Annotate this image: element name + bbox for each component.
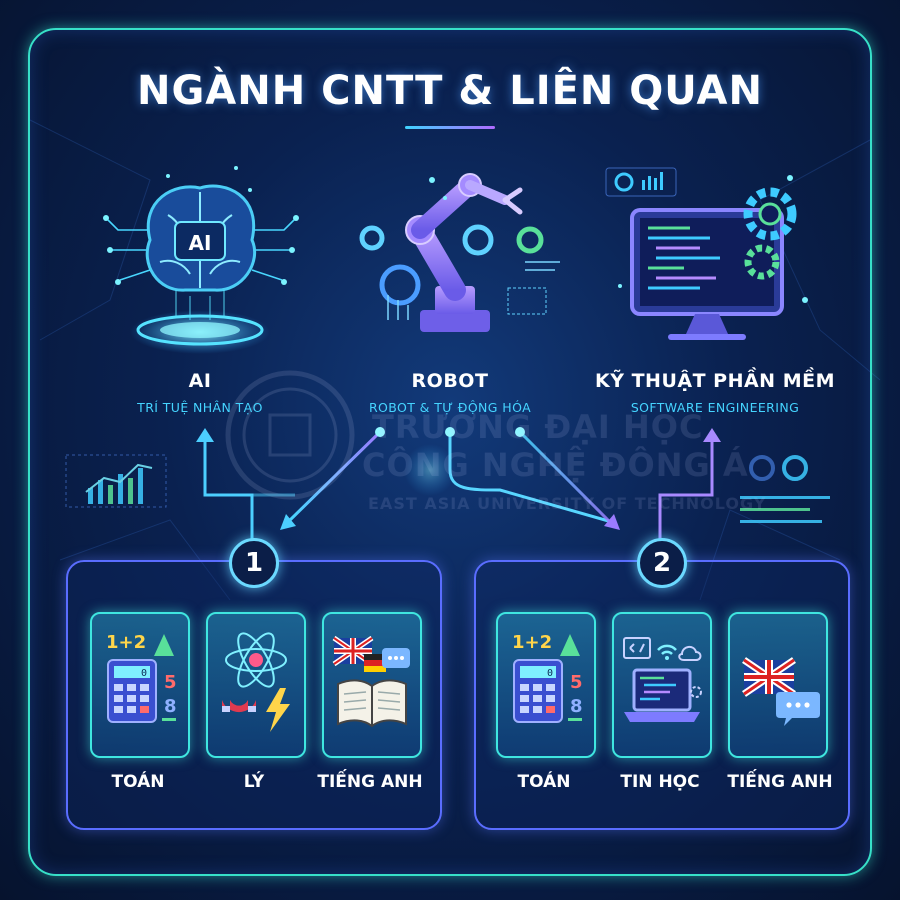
calculator-math-icon: 1+2 0 5 8 <box>512 632 583 723</box>
watermark-line3: EAST ASIA UNIVERSITY OF TECHNOLOGY <box>368 494 767 513</box>
subject-card-english <box>728 612 828 758</box>
page-title: NGÀNH CNTT & LIÊN QUAN <box>137 68 763 114</box>
uk-flag-chat-icon <box>742 657 820 726</box>
watermark-line2: CÔNG NGHỆ ĐÔNG Á <box>362 446 749 484</box>
category-software-engineering: KỸ THUẬT PHẦN MỀM SOFTWARE ENGINEERING <box>580 370 850 415</box>
category-title: AI <box>188 370 212 392</box>
svg-text:0: 0 <box>141 668 147 679</box>
svg-text:1+2: 1+2 <box>106 632 146 653</box>
category-subtitle: TRÍ TUỆ NHÂN TẠO <box>137 400 263 415</box>
arrow-heads <box>196 427 721 530</box>
category-ai: AI TRÍ TUỆ NHÂN TẠO <box>90 370 310 415</box>
subject-label: TIN HỌC <box>620 772 700 792</box>
university-seal-watermark <box>225 370 355 500</box>
group-number-badge: 2 <box>637 538 687 588</box>
subject-group-2: 1+2 0 5 8 <box>474 560 850 830</box>
flags-book-icon <box>332 635 410 728</box>
svg-text:0: 0 <box>547 668 553 679</box>
category-title: KỸ THUẬT PHẦN MỀM <box>594 370 835 392</box>
mini-chart-right-icon <box>740 455 830 523</box>
title-underline <box>405 126 495 129</box>
subject-label: LÝ <box>243 772 265 792</box>
watermark-line1: TRƯỜNG ĐẠI HỌC <box>372 408 704 446</box>
category-robot: ROBOT ROBOT & TỰ ĐỘNG HÓA <box>340 370 560 415</box>
laptop-code-icon <box>623 637 702 722</box>
subject-card-physics <box>206 612 306 758</box>
subject-card-math: 1+2 0 5 8 <box>496 612 596 758</box>
category-subtitle: SOFTWARE ENGINEERING <box>630 400 800 415</box>
calculator-math-icon: 1+2 0 5 8 <box>106 632 177 723</box>
svg-text:5: 5 <box>164 672 177 693</box>
subject-card-math: 1+2 0 5 8 <box>90 612 190 758</box>
subject-label: TIẾNG ANH <box>317 772 423 792</box>
category-subtitle: ROBOT & TỰ ĐỘNG HÓA <box>368 400 532 415</box>
mini-chart-left-icon <box>65 454 167 508</box>
category-title: ROBOT <box>411 370 489 392</box>
ai-chip-label: AI <box>189 231 212 255</box>
ai-brain-illustration: AI <box>103 166 299 354</box>
svg-text:5: 5 <box>570 672 583 693</box>
subject-label: TOÁN <box>517 772 571 792</box>
subject-label: TOÁN <box>111 772 165 792</box>
outer-frame <box>28 28 872 876</box>
svg-text:8: 8 <box>164 696 177 717</box>
subject-card-informatics <box>612 612 712 758</box>
svg-text:8: 8 <box>570 696 583 717</box>
software-monitor-illustration <box>605 167 808 340</box>
subject-group-1: 1+2 0 5 8 <box>66 560 442 830</box>
subject-card-english <box>322 612 422 758</box>
atom-magnet-icon <box>222 632 290 732</box>
group-number-badge: 1 <box>229 538 279 588</box>
svg-text:1+2: 1+2 <box>512 632 552 653</box>
robot-arm-illustration <box>359 173 560 332</box>
subject-label: TIẾNG ANH <box>727 772 833 792</box>
